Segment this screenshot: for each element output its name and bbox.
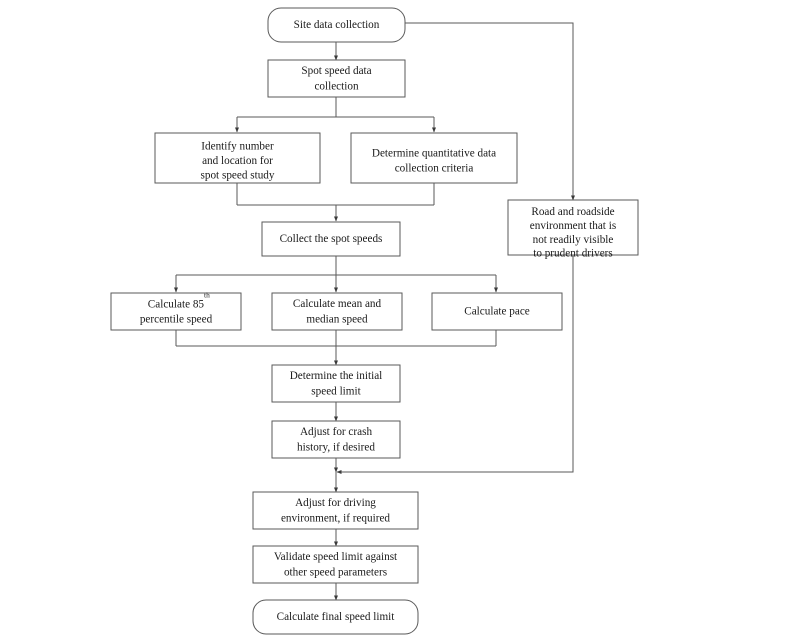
node-determine-quantitative-criteria-label-line1: Determine quantitative data: [372, 148, 496, 160]
node-adjust-crash-history[interactable]: Adjust for crash history, if desired: [271, 420, 401, 459]
node-calculate-final-speed-limit-shape[interactable]: [252, 599, 419, 635]
node-calculate-final-speed-limit[interactable]: Calculate final speed limit: [252, 599, 419, 635]
node-identify-number-location-label-line2: and location for: [202, 155, 273, 167]
node-calculate-85th-percentile[interactable]: Calculate 85th percentile speed: [110, 291, 242, 331]
node-calculate-pace-label: Calculate pace: [464, 306, 530, 318]
node-adjust-driving-environment[interactable]: Adjust for driving environment, if requi…: [252, 491, 419, 530]
node-calculate-85th-percentile-label-line2: percentile speed: [140, 314, 213, 326]
node-collect-spot-speeds[interactable]: Collect the spot speeds: [261, 221, 401, 257]
node-calculate-final-speed-limit-label: Calculate final speed limit: [277, 611, 396, 623]
node-calculate-mean-median-label-line1: Calculate mean and: [293, 298, 382, 310]
node-validate-speed-limit[interactable]: Validate speed limit against other speed…: [252, 545, 419, 584]
node-calculate-mean-median[interactable]: Calculate mean and median speed: [271, 292, 403, 331]
node-adjust-driving-environment-label-line2: environment, if required: [281, 513, 390, 525]
node-collect-spot-speeds-shape[interactable]: [261, 221, 401, 257]
node-site-data-collection-shape[interactable]: [267, 7, 406, 43]
node-calculate-85th-percentile-superscript: th: [204, 291, 210, 300]
node-road-roadside-environment[interactable]: Road and roadside environment that is no…: [507, 199, 639, 260]
node-spot-speed-data-collection-label-line1: Spot speed data: [301, 65, 371, 77]
node-validate-speed-limit-label-line2: other speed parameters: [284, 567, 387, 579]
node-adjust-crash-history-shape[interactable]: [271, 420, 401, 459]
connectors: [174, 22, 575, 601]
node-adjust-crash-history-label-line1: Adjust for crash: [300, 426, 372, 438]
node-identify-number-location[interactable]: Identify number and location for spot sp…: [154, 132, 321, 184]
node-adjust-crash-history-label-line2: history, if desired: [297, 442, 375, 454]
node-calculate-85th-percentile-text: Calculate 85: [148, 298, 205, 310]
node-calculate-85th-percentile-shape[interactable]: [110, 292, 242, 331]
node-spot-speed-data-collection-label-line2: collection: [314, 81, 359, 93]
node-road-roadside-environment-label-line4: to prudent drivers: [533, 248, 613, 260]
node-road-roadside-environment-label-line2: environment that is: [530, 220, 616, 232]
node-calculate-mean-median-label-line2: median speed: [306, 314, 368, 326]
connector-road-env-return: [336, 255, 574, 474]
node-calculate-pace[interactable]: Calculate pace: [431, 292, 563, 331]
node-validate-speed-limit-label-line1: Validate speed limit against: [274, 551, 398, 563]
node-validate-speed-limit-shape[interactable]: [252, 545, 419, 584]
node-identify-number-location-label-line1: Identify number: [201, 141, 274, 153]
node-determine-initial-speed-limit[interactable]: Determine the initial speed limit: [271, 364, 401, 403]
node-calculate-85th-percentile-label-line1: Calculate 85th: [123, 291, 230, 310]
node-site-data-collection-label: Site data collection: [294, 19, 380, 31]
node-adjust-driving-environment-shape[interactable]: [252, 491, 419, 530]
node-determine-initial-speed-limit-label-line2: speed limit: [311, 386, 361, 398]
node-determine-initial-speed-limit-label-line1: Determine the initial: [290, 370, 383, 382]
node-spot-speed-data-collection[interactable]: Spot speed data collection: [267, 59, 406, 98]
node-determine-quantitative-criteria-label-line2: collection criteria: [395, 163, 474, 175]
node-road-roadside-environment-label-line1: Road and roadside: [531, 206, 614, 218]
node-determine-quantitative-criteria[interactable]: Determine quantitative data collection c…: [350, 132, 518, 184]
node-road-roadside-environment-shape[interactable]: [507, 199, 639, 256]
connector-site-to-road-env: [405, 22, 575, 201]
node-identify-number-location-shape[interactable]: [154, 132, 321, 184]
node-identify-number-location-label-line3: spot speed study: [201, 170, 275, 182]
node-road-roadside-environment-label-line3: not readily visible: [533, 234, 614, 246]
node-determine-quantitative-criteria-shape[interactable]: [350, 132, 518, 184]
node-collect-spot-speeds-label: Collect the spot speeds: [280, 233, 383, 245]
node-calculate-mean-median-shape[interactable]: [271, 292, 403, 331]
node-site-data-collection[interactable]: Site data collection: [267, 7, 406, 43]
node-adjust-driving-environment-label-line1: Adjust for driving: [295, 497, 376, 509]
node-determine-initial-speed-limit-shape[interactable]: [271, 364, 401, 403]
node-spot-speed-data-collection-shape[interactable]: [267, 59, 406, 98]
node-calculate-pace-shape[interactable]: [431, 292, 563, 331]
